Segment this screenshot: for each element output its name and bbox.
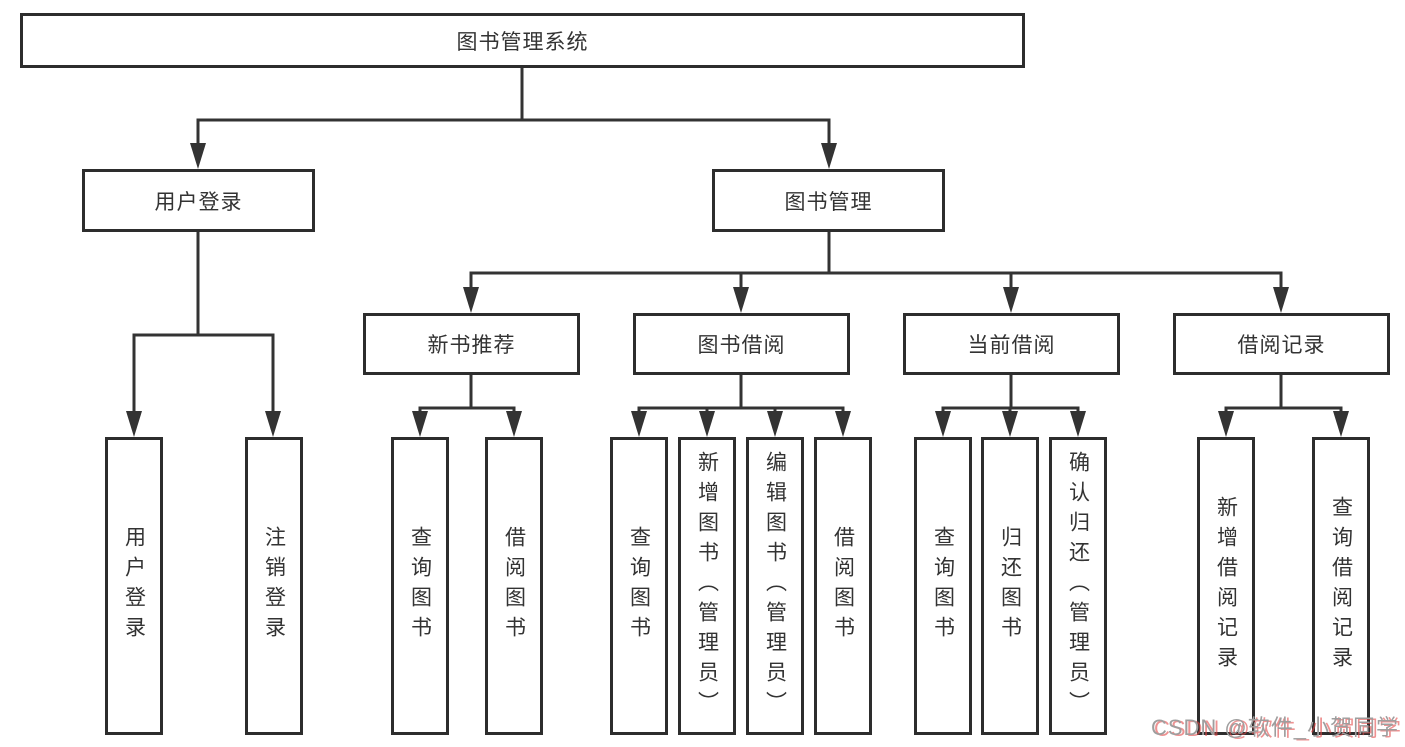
node-leaf-edit-books-admin: 编辑图书（管理员） bbox=[746, 437, 804, 735]
node-leaf-add-borrow-record-label: 新增借阅记录 bbox=[1214, 496, 1238, 676]
node-leaf-borrow-books-borrow: 借阅图书 bbox=[814, 437, 872, 735]
node-book-borrow-label: 图书借阅 bbox=[697, 334, 786, 357]
watermark: CSDN @软件_小贺同学 bbox=[1150, 715, 1399, 740]
node-leaf-confirm-return-admin: 确认归还（管理员） bbox=[1049, 437, 1107, 735]
node-leaf-return-books-label: 归还图书 bbox=[998, 526, 1022, 646]
node-new-book-recommend: 新书推荐 bbox=[363, 313, 580, 375]
node-book-borrow: 图书借阅 bbox=[633, 313, 850, 375]
node-leaf-query-borrow-record-label: 查询借阅记录 bbox=[1329, 496, 1353, 676]
node-leaf-confirm-return-admin-label: 确认归还（管理员） bbox=[1066, 451, 1090, 721]
node-leaf-query-books-borrow-label: 查询图书 bbox=[627, 526, 651, 646]
node-leaf-add-books-admin-label: 新增图书（管理员） bbox=[695, 451, 719, 721]
node-leaf-user-login: 用户登录 bbox=[105, 437, 163, 735]
node-leaf-query-books-borrow: 查询图书 bbox=[610, 437, 668, 735]
node-borrow-records: 借阅记录 bbox=[1173, 313, 1390, 375]
node-new-book-recommend-label: 新书推荐 bbox=[427, 334, 516, 357]
node-user-login-label: 用户登录 bbox=[154, 190, 243, 214]
node-leaf-query-books-recommend-label: 查询图书 bbox=[408, 526, 432, 646]
node-leaf-edit-books-admin-label: 编辑图书（管理员） bbox=[763, 451, 787, 721]
node-leaf-query-borrow-record: 查询借阅记录 bbox=[1312, 437, 1370, 735]
node-leaf-add-borrow-record: 新增借阅记录 bbox=[1197, 437, 1255, 735]
node-leaf-query-books-recommend: 查询图书 bbox=[391, 437, 449, 735]
node-leaf-borrow-books-recommend-label: 借阅图书 bbox=[502, 526, 526, 646]
node-user-login: 用户登录 bbox=[82, 169, 315, 232]
node-borrow-records-label: 借阅记录 bbox=[1237, 334, 1326, 357]
node-book-mgmt: 图书管理 bbox=[712, 169, 945, 232]
node-leaf-query-books-current: 查询图书 bbox=[914, 437, 972, 735]
node-leaf-return-books: 归还图书 bbox=[981, 437, 1039, 735]
node-leaf-query-books-current-label: 查询图书 bbox=[931, 526, 955, 646]
node-current-borrow-label: 当前借阅 bbox=[967, 334, 1056, 357]
node-leaf-logout-label: 注销登录 bbox=[262, 526, 286, 646]
node-root: 图书管理系统 bbox=[20, 13, 1025, 68]
node-current-borrow: 当前借阅 bbox=[903, 313, 1120, 375]
node-leaf-user-login-label: 用户登录 bbox=[122, 526, 146, 646]
arrowhead-icons bbox=[126, 143, 1349, 437]
node-book-mgmt-label: 图书管理 bbox=[784, 190, 873, 214]
node-root-label: 图书管理系统 bbox=[456, 30, 589, 54]
node-leaf-borrow-books-recommend: 借阅图书 bbox=[485, 437, 543, 735]
node-leaf-borrow-books-borrow-label: 借阅图书 bbox=[831, 526, 855, 646]
node-leaf-logout: 注销登录 bbox=[245, 437, 303, 735]
node-leaf-add-books-admin: 新增图书（管理员） bbox=[678, 437, 736, 735]
